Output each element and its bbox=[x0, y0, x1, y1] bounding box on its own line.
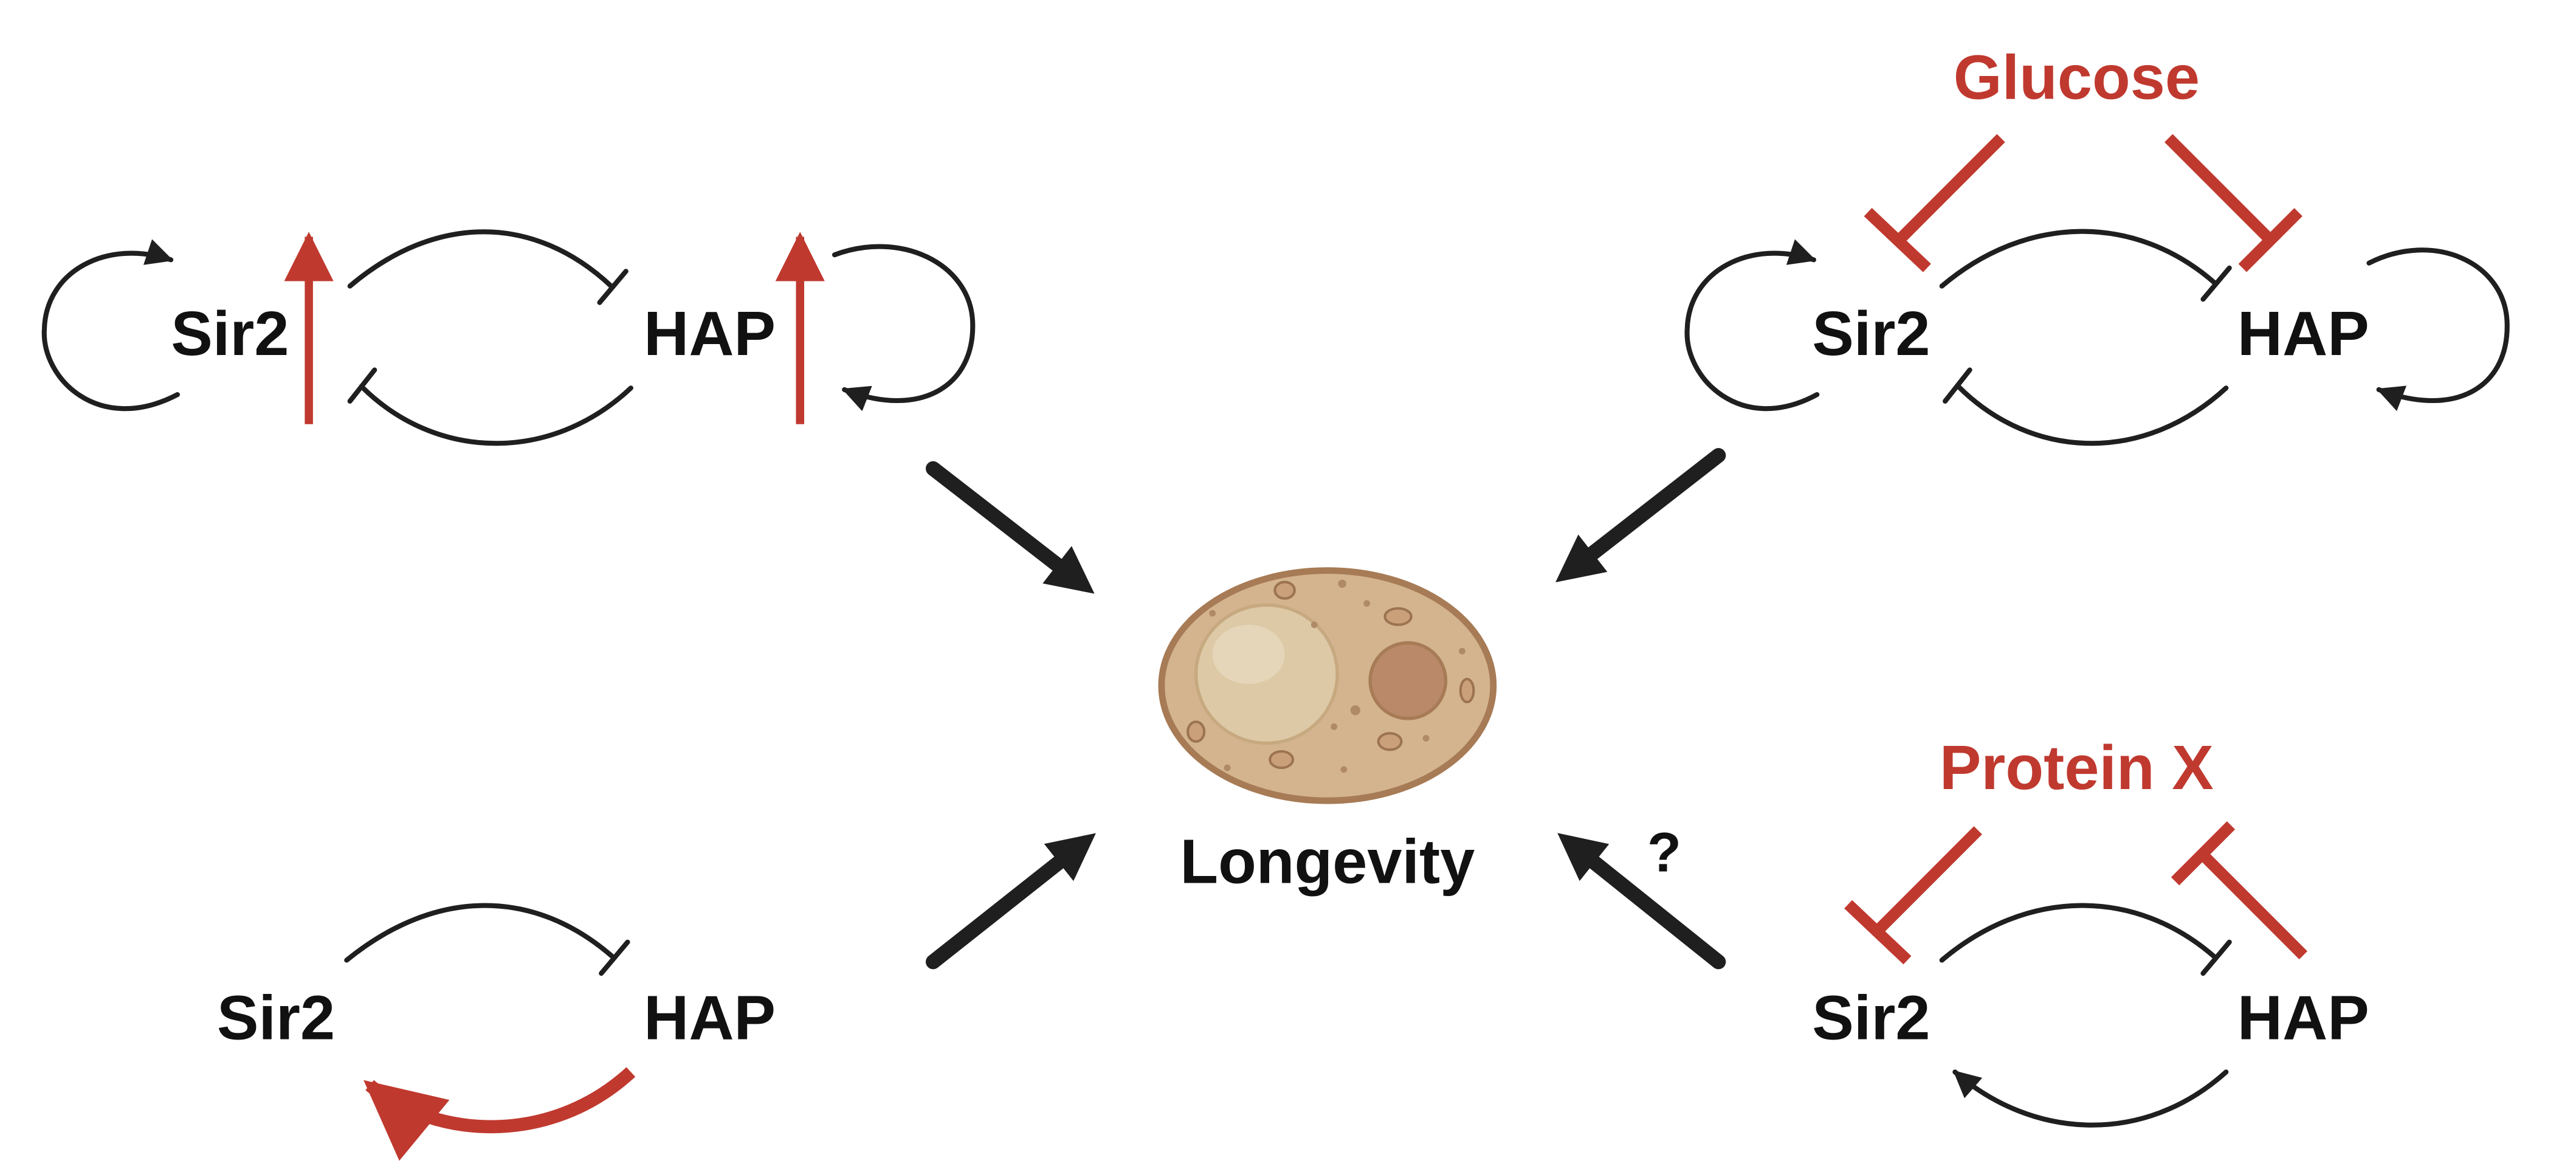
arrow-to-longevity-from-bottom-right bbox=[1557, 833, 1726, 970]
arrow-to-longevity-from-top-right bbox=[1555, 448, 1726, 582]
hap-inhibits-sir2-arc bbox=[1955, 384, 2229, 446]
inhibition-bar bbox=[597, 269, 629, 305]
inhibition-bar bbox=[347, 367, 377, 404]
sir2-self-activation-arrow bbox=[1684, 239, 1820, 412]
hap-label: HAP bbox=[2237, 298, 2369, 368]
inhibition-bar bbox=[2171, 821, 2236, 886]
hap-label: HAP bbox=[644, 298, 776, 368]
inhibition-bar bbox=[599, 939, 630, 976]
hap-activates-sir2-arrow bbox=[363, 1067, 636, 1161]
inhibition-bar bbox=[1943, 367, 1972, 404]
panel-bottom-right: Protein X Sir2 HAP bbox=[1812, 733, 2369, 1128]
hap-inhibits-sir2-arc bbox=[359, 384, 633, 446]
hap-activates-sir2-arrow bbox=[1952, 1069, 2229, 1128]
inhibition-bar bbox=[1864, 208, 1931, 272]
longevity-label: Longevity bbox=[1180, 826, 1475, 896]
inhibition-bar bbox=[2200, 939, 2232, 976]
sir2-inhibits-hap-arc bbox=[344, 903, 616, 963]
inhibition-bar bbox=[2238, 208, 2302, 272]
panel-bottom-left: Sir2 HAP bbox=[217, 903, 776, 1161]
protein-x-inhibits-hap bbox=[2199, 850, 2308, 960]
hap-label: HAP bbox=[2237, 982, 2369, 1052]
hap-label: HAP bbox=[644, 982, 776, 1052]
hap-self-activation-arrow bbox=[2366, 247, 2510, 412]
inhibition-bar bbox=[2200, 265, 2232, 302]
hap-self-activation-arrow bbox=[832, 244, 976, 412]
sir2-inhibits-hap-arc bbox=[347, 229, 614, 289]
uncertain-question-mark: ? bbox=[1647, 821, 1681, 883]
arrow-to-longevity-from-bottom-left bbox=[926, 833, 1096, 970]
sir2-label: Sir2 bbox=[1812, 982, 1930, 1052]
sir2-label: Sir2 bbox=[171, 298, 289, 368]
inhibition-bar bbox=[1844, 900, 1912, 965]
glucose-inhibits-hap bbox=[2164, 134, 2275, 244]
glucose-inhibits-sir2 bbox=[1895, 134, 2005, 244]
protein-x-inhibits-sir2 bbox=[1873, 826, 1982, 935]
sir2-self-activation-arrow bbox=[41, 239, 180, 412]
sir2-inhibits-hap-arc bbox=[1939, 229, 2217, 289]
panel-top-right: Glucose Sir2 HAP bbox=[1684, 42, 2510, 446]
arrow-to-longevity-from-top-left bbox=[926, 461, 1095, 594]
yeast-cell-icon bbox=[1158, 567, 1497, 804]
sir2-label: Sir2 bbox=[217, 982, 335, 1052]
glucose-label: Glucose bbox=[1954, 42, 2200, 112]
protein-x-label: Protein X bbox=[1940, 733, 2214, 802]
sir2-inhibits-hap-arc bbox=[1939, 903, 2217, 963]
sir2-label: Sir2 bbox=[1812, 298, 1930, 368]
panel-top-left: Sir2 HAP bbox=[41, 229, 976, 446]
